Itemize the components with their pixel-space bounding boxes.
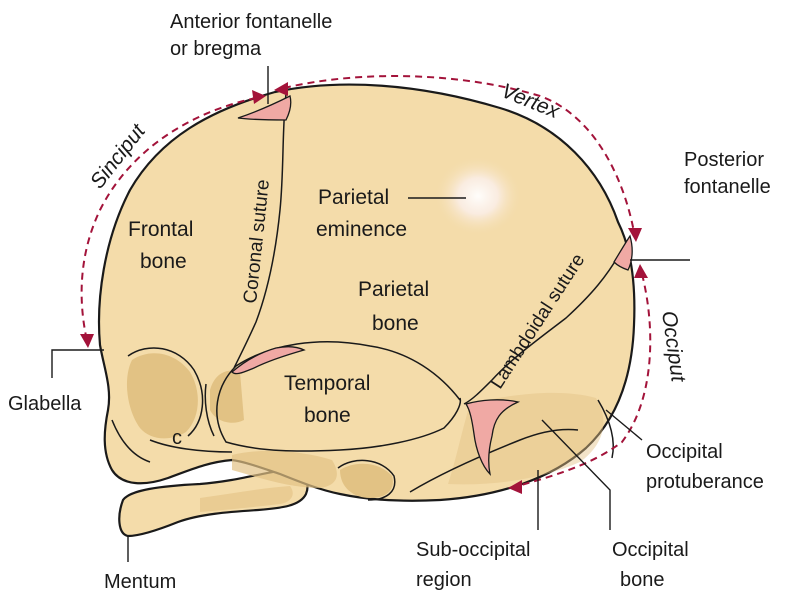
occipital-protuberance-line <box>597 399 614 459</box>
parietal-eminence-label: Parietal eminence <box>316 186 407 241</box>
asterion-shape <box>464 399 521 476</box>
occiput-dashed-arrow <box>517 273 652 487</box>
skull-base-line <box>409 428 579 493</box>
frontal-bone-line-1: Frontal <box>128 218 193 241</box>
orbit-shadow <box>126 353 198 439</box>
glabella-label: Glabella <box>8 393 82 415</box>
occipital-protuberance-line-2: protuberance <box>646 471 764 493</box>
sinciput-arrowhead-top <box>252 90 266 104</box>
temporal-bone-line-2: bone <box>304 404 351 427</box>
posterior-fontanelle-label: Posterior fontanelle <box>684 149 771 198</box>
small-c-marker: c <box>172 427 182 449</box>
occiput-arrowhead-top <box>634 264 648 278</box>
temporal-bone-label: Temporal bone <box>284 372 376 427</box>
sub-occipital-line-1: Sub-occipital <box>416 539 531 561</box>
parietal-eminence-line-2: eminence <box>316 218 407 241</box>
anterior-fontanelle-line-2: or bregma <box>170 38 262 60</box>
mastoid-outline <box>337 459 396 501</box>
glabella-leader <box>51 349 104 378</box>
vertex-arrowhead-right <box>628 228 642 242</box>
occipital-bone-label: Occipital bone <box>612 539 694 591</box>
occipital-protuberance-line-1: Occipital <box>646 441 723 463</box>
lambdoidal-suture-line <box>463 245 625 405</box>
occipital-bone-line-1: Occipital <box>612 539 689 561</box>
posterior-fontanelle-line-2: fontanelle <box>684 176 771 198</box>
mandible-shadow <box>200 486 293 512</box>
occipital-protuberance-label: Occipital protuberance <box>646 441 764 493</box>
occiput-label: Occiput <box>657 309 690 384</box>
parietal-bone-label: Parietal bone <box>358 278 435 335</box>
sub-occipital-label: Sub-occipital region <box>416 539 536 591</box>
anterior-fontanelle-shape <box>237 95 292 121</box>
vertex-arrowhead-left <box>274 82 288 96</box>
zygoma-shadow <box>210 370 244 423</box>
anterior-fontanelle-label: Anterior fontanelle or bregma <box>170 11 338 60</box>
sinciput-arrowhead-bottom <box>80 334 94 348</box>
mastoid-shadow <box>340 463 393 498</box>
occipital-protuberance-leader <box>605 409 643 441</box>
posterior-fontanelle-line-1: Posterior <box>684 149 764 171</box>
posterior-fontanelle-shape <box>613 234 633 271</box>
occipital-bone-leader <box>541 419 611 530</box>
temporal-bone-line-1: Temporal <box>284 372 370 395</box>
temporal-bone-outline <box>216 365 462 452</box>
parietal-eminence-line-1: Parietal <box>318 186 389 209</box>
anterior-fontanelle-line-1: Anterior fontanelle <box>170 11 332 33</box>
frontal-bone-label: Frontal bone <box>128 218 199 273</box>
parietal-bone-line-1: Parietal <box>358 278 429 301</box>
parietal-eminence-highlight <box>434 156 522 236</box>
maxilla-lines <box>111 383 233 463</box>
mentum-label: Mentum <box>104 571 176 593</box>
sub-occipital-line-2: region <box>416 569 472 591</box>
coronal-suture-line <box>233 93 287 369</box>
pterion-shape <box>231 346 306 375</box>
occipital-bone-line-2: bone <box>620 569 665 591</box>
parietal-bone-line-2: bone <box>372 312 419 335</box>
orbit-outline <box>127 347 204 437</box>
temporal-lower-shadow <box>232 450 337 488</box>
occiput-arrowhead-bottom <box>508 480 522 494</box>
frontal-bone-line-2: bone <box>140 250 187 273</box>
